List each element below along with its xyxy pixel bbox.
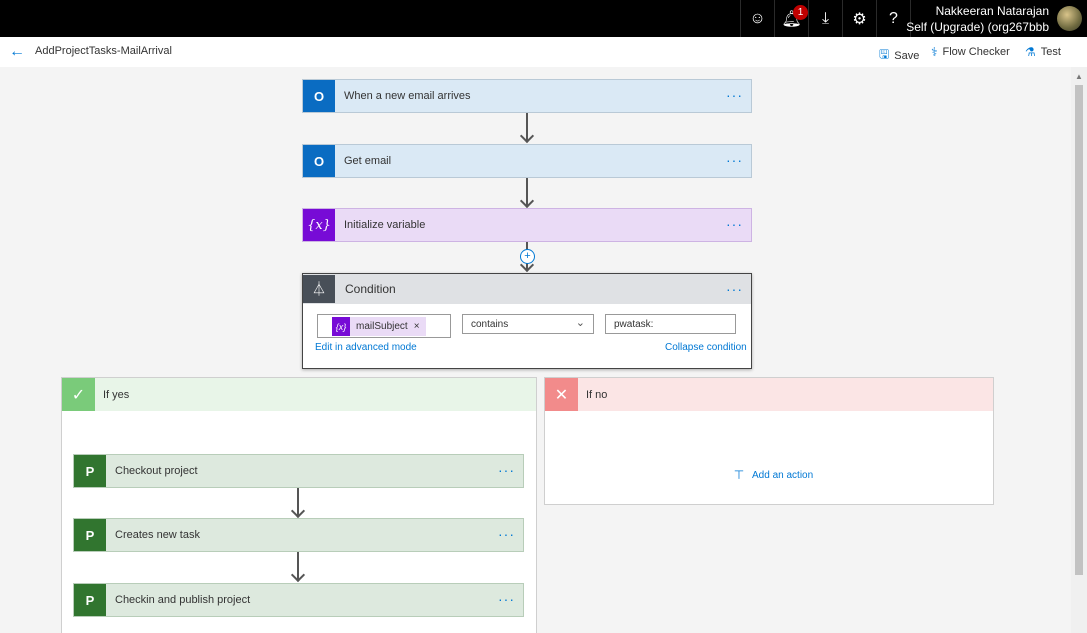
save-label: Save (894, 49, 920, 62)
user-org: Self (Upgrade) (org267bbb (906, 20, 1049, 34)
help-icon[interactable]: ? (876, 0, 910, 37)
arrow-head-icon (519, 128, 535, 144)
step-label: Initialize variable (344, 219, 426, 231)
download-icon[interactable]: ⤓ (808, 0, 842, 37)
top-bar: ☺ 🔔︎ 1 ⤓ ⚙ ? Nakkeeran Natarajan Self (U… (0, 0, 1087, 37)
more-options-icon[interactable]: ··· (498, 526, 515, 542)
more-options-icon[interactable]: ··· (498, 591, 515, 607)
dynamic-content-token[interactable]: {x} mailSubject × (332, 317, 426, 336)
condition-title: Condition (345, 282, 396, 296)
smiley-icon[interactable]: ☺ (740, 0, 774, 37)
flow-canvas: O When a new email arrives ··· O Get ema… (0, 67, 1071, 633)
variable-icon: {x} (303, 209, 335, 241)
user-name: Nakkeeran Natarajan (935, 4, 1049, 18)
stethoscope-icon: ⚕ (931, 45, 938, 59)
flow-title: AddProjectTasks-MailArrival (35, 45, 172, 57)
notification-badge: 1 (793, 5, 808, 20)
condition-value-input[interactable] (605, 314, 736, 334)
condition-header[interactable]: ⏃ Condition ··· (303, 274, 751, 304)
collapse-condition-link[interactable]: Collapse condition (665, 342, 747, 353)
project-icon: P (74, 519, 106, 551)
outlook-icon: O (303, 145, 335, 177)
condition-icon: ⏃ (303, 275, 335, 303)
action-checkin-publish-project[interactable]: P Checkin and publish project ··· (73, 583, 524, 617)
bell-icon[interactable]: 🔔︎ 1 (774, 0, 808, 37)
back-arrow-icon[interactable]: ← (9, 43, 25, 60)
branch-if-no: ✕ If no ⊤ Add an action (544, 377, 994, 505)
token-label: mailSubject (356, 321, 408, 332)
operator-dropdown[interactable]: contains ⌄ (462, 314, 594, 334)
branch-no-title: If no (586, 388, 608, 401)
condition-card[interactable]: ⏃ Condition ··· {x} mailSubject × contai… (302, 273, 752, 369)
step-label: Get email (344, 155, 392, 167)
project-icon: P (74, 584, 106, 616)
action-label: Checkout project (115, 465, 198, 477)
step-label: When a new email arrives (344, 90, 471, 102)
project-icon: P (74, 455, 106, 487)
add-action-icon: ⊤ (733, 468, 745, 482)
branch-no-header[interactable]: ✕ If no (545, 378, 993, 411)
connector-arrow (526, 178, 528, 206)
step-initialize-variable[interactable]: {x} Initialize variable ··· (302, 208, 752, 242)
save-button[interactable]: 🖫 Save (879, 45, 919, 66)
arrow-head-icon (519, 193, 535, 209)
command-bar: ← AddProjectTasks-MailArrival 🖫 Save ⚕ F… (0, 37, 1087, 67)
step-when-new-email[interactable]: O When a new email arrives ··· (302, 79, 752, 113)
test-label: Test (1040, 46, 1061, 58)
edit-advanced-mode-link[interactable]: Edit in advanced mode (315, 342, 417, 353)
test-button[interactable]: ⚗ Test (1025, 45, 1061, 59)
variable-icon: {x} (332, 317, 350, 336)
more-options-icon[interactable]: ··· (726, 281, 743, 297)
branch-yes-title: If yes (103, 388, 130, 401)
avatar[interactable] (1057, 6, 1082, 31)
outlook-icon: O (303, 80, 335, 112)
scrollbar-thumb[interactable] (1075, 85, 1083, 575)
step-get-email[interactable]: O Get email ··· (302, 144, 752, 178)
chevron-down-icon: ⌄ (575, 317, 585, 329)
operator-value: contains (471, 319, 509, 330)
scroll-up-icon[interactable]: ▲ (1075, 72, 1083, 81)
remove-token-icon[interactable]: × (413, 321, 420, 332)
branch-yes-header[interactable]: ✓ If yes (62, 378, 536, 411)
action-label: Checkin and publish project (115, 594, 251, 606)
save-icon: 🖫 (879, 47, 890, 61)
gear-icon[interactable]: ⚙ (842, 0, 876, 37)
vertical-scrollbar[interactable]: ▲ (1071, 67, 1087, 633)
more-options-icon[interactable]: ··· (726, 152, 743, 168)
connector-arrow (526, 113, 528, 141)
flask-icon: ⚗ (1025, 45, 1036, 59)
action-label: Creates new task (115, 529, 200, 541)
flow-checker-button[interactable]: ⚕ Flow Checker (931, 45, 1010, 59)
condition-left-operand[interactable]: {x} mailSubject × (317, 314, 451, 338)
close-icon: ✕ (545, 378, 578, 411)
connector-arrow (297, 488, 299, 516)
action-checkout-project[interactable]: P Checkout project ··· (73, 454, 524, 488)
more-options-icon[interactable]: ··· (726, 216, 743, 232)
more-options-icon[interactable]: ··· (726, 87, 743, 103)
insert-step-plus-icon[interactable]: + (520, 249, 535, 264)
user-account[interactable]: Nakkeeran Natarajan Self (Upgrade) (org2… (906, 0, 1087, 37)
connector-arrow (297, 552, 299, 580)
action-create-new-task[interactable]: P Creates new task ··· (73, 518, 524, 552)
add-action-button[interactable]: ⊤ Add an action (731, 468, 813, 482)
check-icon: ✓ (62, 378, 95, 411)
add-action-label: Add an action (752, 469, 814, 481)
more-options-icon[interactable]: ··· (498, 462, 515, 478)
flow-checker-label: Flow Checker (942, 46, 1010, 58)
